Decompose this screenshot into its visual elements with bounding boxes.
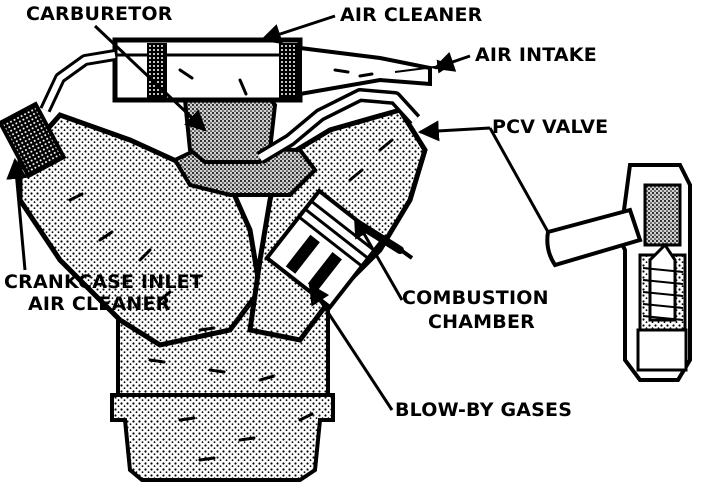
- pcv-valve-leader: [420, 128, 490, 132]
- air-cleaner-leader: [262, 16, 335, 40]
- air-intake-leader: [435, 56, 470, 68]
- blowby-gases-label: BLOW-BY GASES: [395, 400, 572, 421]
- carburetor-label: CARBURETOR: [26, 4, 173, 25]
- combustion-chamber-label-line1: COMBUSTION: [402, 288, 549, 309]
- pcv-valve-label: PCV VALVE: [492, 117, 608, 138]
- pcv-valve-detail: [547, 165, 690, 380]
- oil-pan: [112, 395, 333, 480]
- crankcase-inlet-label-line1: CRANKCASE INLET: [4, 272, 203, 293]
- pcv-detail-leader: [490, 128, 548, 232]
- air-cleaner-label: AIR CLEANER: [340, 5, 482, 26]
- air-intake-label: AIR INTAKE: [475, 45, 597, 66]
- crankcase-inlet-label-line2: AIR CLEANER: [28, 294, 170, 315]
- combustion-chamber-label-line2: CHAMBER: [428, 312, 535, 333]
